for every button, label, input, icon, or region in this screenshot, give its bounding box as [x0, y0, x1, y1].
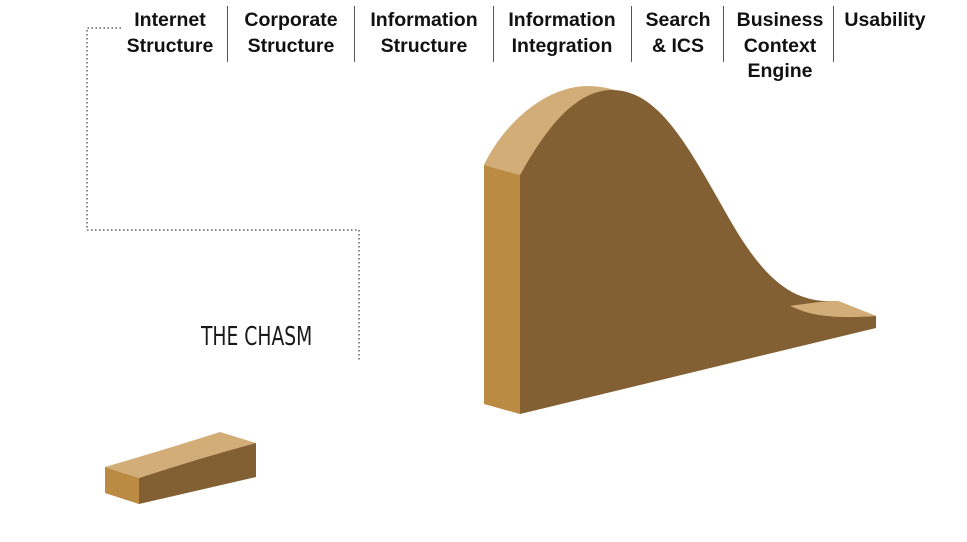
header-column-line: Structure: [126, 34, 214, 57]
header-column-line: Integration: [511, 34, 613, 57]
chasm-label: THE CHASM: [201, 322, 313, 352]
header-column-search-ics: Search & ICS: [636, 8, 720, 59]
header-column-business-context-engine: Business Context Engine: [728, 8, 832, 85]
mainstream-market-block-side-face: [484, 165, 520, 414]
header-column-line: Structure: [380, 34, 468, 57]
header-column-usability: Usability: [838, 8, 932, 34]
header-column-line: Corporate: [244, 9, 338, 31]
early-market-block-front-face: [139, 443, 256, 504]
header-column-line: Engine: [747, 60, 813, 82]
header-column-corporate-structure: Corporate Structure: [232, 8, 350, 59]
header-column-line: Business: [736, 9, 824, 31]
header-separator: [833, 6, 834, 62]
mainstream-market-block-front-face: [520, 90, 876, 414]
header-column-information-structure: Information Structure: [360, 8, 488, 59]
early-market-block-side-face: [105, 467, 139, 504]
header-separator: [493, 6, 494, 62]
header-separator: [631, 6, 632, 62]
early-market-block: [105, 432, 256, 504]
mainstream-market-block-tail-top-face: [790, 301, 876, 318]
header-separator: [723, 6, 724, 62]
column-header-bar: Internet Structure Corporate Structure I…: [0, 0, 967, 90]
header-column-line: Information: [370, 9, 478, 31]
header-column-line: Structure: [247, 34, 335, 57]
early-market-block-top-face: [105, 432, 256, 478]
header-column-internet-structure: Internet Structure: [116, 8, 224, 59]
header-column-line: & ICS: [651, 34, 704, 57]
header-column-line: Context: [743, 34, 817, 57]
header-column-line: Information: [508, 9, 616, 31]
header-separator: [227, 6, 228, 62]
header-column-information-integration: Information Integration: [498, 8, 626, 59]
header-separator: [354, 6, 355, 62]
header-column-line: Internet: [134, 9, 206, 31]
mainstream-market-block: [484, 86, 876, 414]
header-column-line: Usability: [844, 9, 926, 31]
dotted-connector-line: [86, 27, 360, 360]
header-column-line: Search: [645, 9, 711, 31]
mainstream-market-block-top-face: [484, 86, 620, 175]
